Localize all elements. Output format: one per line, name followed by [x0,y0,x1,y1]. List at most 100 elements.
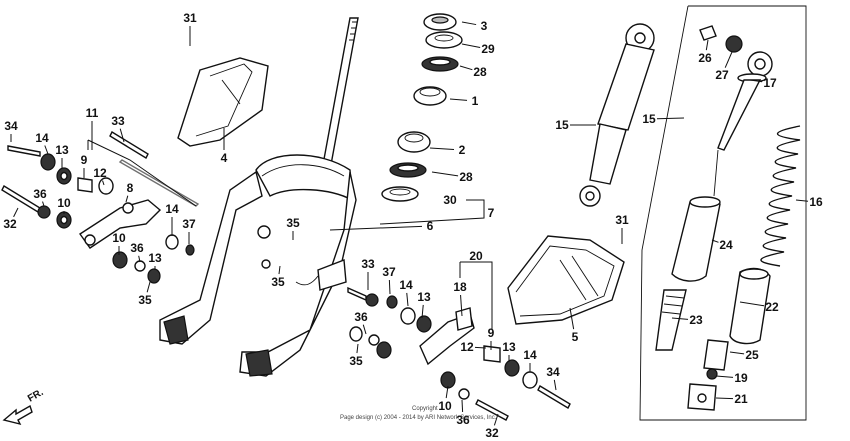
callout-c28b: 28 [459,170,473,184]
copyright-line-2: Page design (c) 2004 - 2014 by ARI Netwo… [340,415,497,421]
head-bearings [381,13,463,202]
callout-c12b: 12 [460,340,474,354]
callout-c14c: 14 [399,278,413,292]
leader-line-c21 [715,397,734,400]
leader-line-c34b [553,379,557,391]
group-brackets [87,139,493,330]
callout-leader-lines [10,21,809,426]
callout-c23: 23 [689,313,703,327]
callout-c36a: 36 [33,187,47,201]
callout-c21: 21 [734,392,748,406]
callout-c15b: 15 [642,112,656,126]
callout-c10c: 10 [438,399,452,413]
group-labels: 30 7 20 [443,193,494,263]
callout-c34a: 34 [4,119,18,133]
leader-line-c12a [102,180,105,186]
leader-line-c15b [656,117,685,120]
callout-c36c: 36 [354,310,368,324]
callout-c31b: 31 [615,213,629,227]
callout-c17: 17 [763,76,777,90]
front-direction-arrow: FR. [2,387,46,426]
callout-c26: 26 [698,51,712,65]
leader-line-c10c [445,385,449,399]
callout-c31a: 31 [183,11,197,25]
callout-c9a: 9 [81,153,88,167]
front-fork-assembly [159,17,359,377]
leader-line-c32b [493,413,499,426]
leader-line-c29 [461,43,481,48]
callout-c34b: 34 [546,365,560,379]
leader-line-c36c [362,324,367,335]
leader-line-c32a [13,207,19,218]
callout-c14a: 14 [35,131,49,145]
callout-c37a: 37 [182,217,196,231]
copyright-line-1: Copyright [412,406,438,412]
callout-c29: 29 [481,42,495,56]
shock-absorber-assembled [579,23,655,207]
callout-c33b: 33 [361,257,375,271]
leader-line-c23 [671,317,689,320]
group-g7: 7 [488,206,495,220]
callout-numbers: 3132928143414131133912836103214371036133… [3,11,823,440]
leader-line-c37b [388,279,391,295]
leader-line-c25 [729,351,745,355]
callout-c24: 24 [719,238,733,252]
callout-c5: 5 [572,330,579,344]
leader-line-c16 [795,199,809,202]
leader-line-c35c [278,265,281,275]
callout-c36d: 36 [456,413,470,427]
callout-c25: 25 [745,348,759,362]
callout-c13b: 13 [148,251,162,265]
callout-c32b: 32 [485,426,499,440]
shock-absorber-exploded [639,5,807,421]
callout-c12a: 12 [93,166,107,180]
leader-line-c36d [461,399,464,413]
leader-line-c19 [715,375,734,378]
leader-line-c22 [739,301,765,307]
callout-c2: 2 [459,143,466,157]
callout-c10a: 10 [57,196,71,210]
callout-c18: 18 [453,280,467,294]
callout-c13a: 13 [55,143,69,157]
callout-c14b: 14 [165,202,179,216]
callout-c19: 19 [734,371,748,385]
callout-c35c: 35 [271,275,285,289]
leader-line-c13c [421,304,424,319]
callout-c27: 27 [715,68,729,82]
callout-c13d: 13 [502,340,516,354]
callout-c32a: 32 [3,217,17,231]
callout-c3: 3 [481,19,488,33]
callout-c14d: 14 [523,348,537,362]
fork-cover-left [177,57,269,147]
callout-c15a: 15 [555,118,569,132]
leader-line-c27 [724,51,733,68]
group-g20: 20 [469,249,483,263]
leader-line-c6 [329,225,423,231]
callout-c22: 22 [765,300,779,314]
callout-c4: 4 [221,151,228,165]
callout-c28a: 28 [473,65,487,79]
leader-line-c33a [119,128,125,143]
callout-c11: 11 [86,106,99,120]
right-link-assembly [347,286,571,421]
callout-c13c: 13 [417,290,431,304]
leader-line-c17 [749,79,763,83]
leader-line-c18 [460,294,463,317]
front-direction-label: FR. [26,387,46,405]
leader-line-c5 [569,307,575,330]
leader-line-c2 [429,147,455,151]
left-link-assembly [1,131,200,284]
callout-c36b: 36 [130,241,144,255]
leader-line-c26 [705,39,709,51]
leader-line-c36a [42,201,45,207]
leader-line-c3 [461,21,477,26]
callout-c33a: 33 [111,114,125,128]
leader-line-c24 [711,239,719,243]
leader-line-c1 [449,98,468,101]
leader-line-c12b [474,346,487,349]
callout-c35a: 35 [138,293,152,307]
group-g30: 30 [443,193,457,207]
leader-line-c28a [459,65,473,71]
callout-c10b: 10 [112,231,126,245]
